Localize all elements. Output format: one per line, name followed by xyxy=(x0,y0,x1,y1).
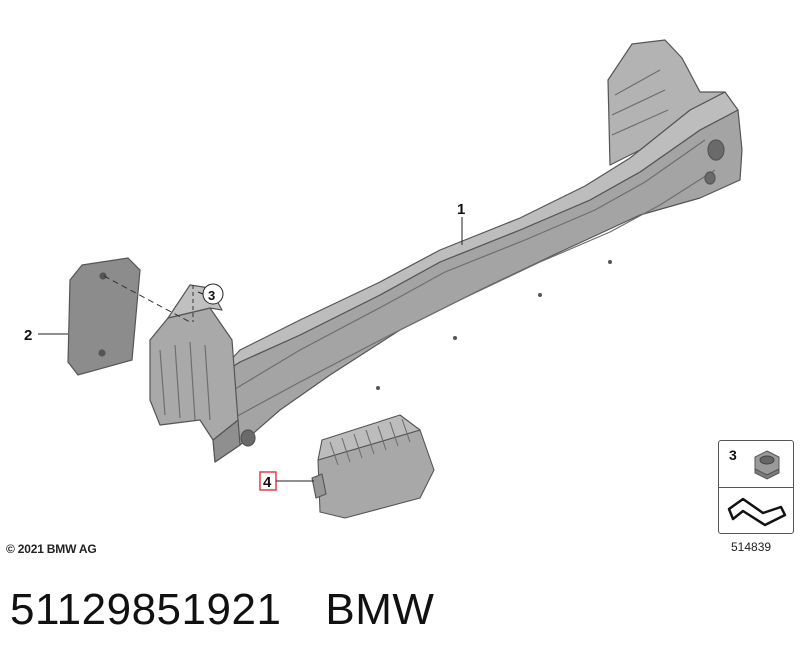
left-crash-box-ribs xyxy=(159,341,211,421)
mounting-plate-body xyxy=(67,257,141,376)
callout-1-label: 1 xyxy=(457,201,465,218)
legend-box: 3 xyxy=(718,440,794,534)
left-crash-box[interactable] xyxy=(149,284,239,441)
part-number: 51129851921 xyxy=(10,585,282,634)
callout-2: 2 xyxy=(24,327,68,344)
beam-rivet-2 xyxy=(608,260,612,264)
module-tab xyxy=(311,473,327,499)
bracket-symbol-icon xyxy=(727,497,787,527)
copyright-notice: © 2021 BMW AG xyxy=(6,542,97,556)
beam-rivet-3 xyxy=(453,336,457,340)
diagram-reference-number: 514839 xyxy=(731,540,772,554)
hex-nut-icon xyxy=(754,450,780,480)
beam-groove-upper xyxy=(224,139,706,396)
beam-rivet-4 xyxy=(376,386,380,390)
beam-hole-left xyxy=(240,429,256,447)
beam-rivet-1 xyxy=(538,293,542,297)
sensor-module[interactable] xyxy=(311,414,435,519)
right-crash-box xyxy=(607,39,726,166)
footer-caption: 51129851921 BMW xyxy=(10,585,434,635)
left-crash-box-body xyxy=(149,307,239,441)
callout-4: 4 xyxy=(259,471,314,491)
legend-item-number: 3 xyxy=(729,447,737,463)
bumper-carrier[interactable] xyxy=(211,39,743,463)
callout-3: 3 xyxy=(197,283,224,305)
beam-groove-lower xyxy=(229,169,716,421)
mounting-plate[interactable] xyxy=(67,257,141,376)
beam-hole-right xyxy=(707,139,725,161)
plate-hole-top xyxy=(99,272,107,280)
callout-2-label: 2 xyxy=(24,327,32,344)
callout-3-label: 3 xyxy=(208,288,215,303)
right-crash-box-ribs xyxy=(611,69,669,136)
legend-divider xyxy=(719,487,793,488)
beam-top-face xyxy=(211,91,739,381)
callout-4-label: 4 xyxy=(263,474,272,491)
brand-name: BMW xyxy=(325,585,435,634)
beam-hole-right-lower xyxy=(704,171,716,185)
plate-hole-bottom xyxy=(98,349,106,357)
module-fin-lines xyxy=(329,418,411,466)
alignment-dashed-line xyxy=(103,275,191,323)
callout-1: 1 xyxy=(457,201,465,245)
beam-front-face xyxy=(211,109,743,463)
